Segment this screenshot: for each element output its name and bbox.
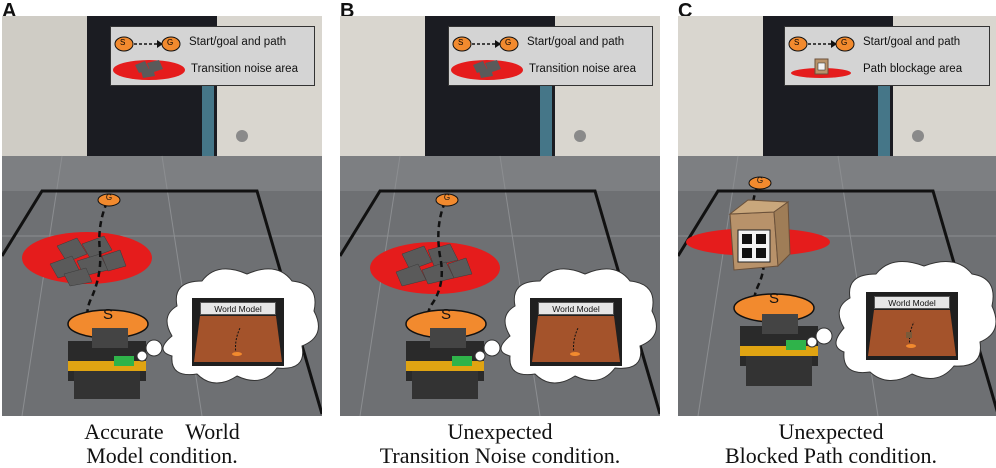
photo-panel-a: World Model S G S G Start/goal and path …: [2, 16, 322, 416]
legend-c: S G Start/goal and path Path blockage ar…: [784, 26, 990, 86]
photo-panel-c: World Model S G S G Start/goal and path …: [678, 16, 996, 416]
world-model-label-b: World Model: [538, 302, 614, 315]
legend-noise-text-b: Transition noise area: [529, 63, 636, 75]
world-model-label-a: World Model: [200, 302, 276, 315]
legend-start-glyph-b: S: [458, 38, 464, 47]
caption-c: Unexpected Blocked Path condition.: [666, 420, 996, 468]
legend-goal-glyph-c: G: [841, 38, 848, 47]
start-label-c: S: [768, 290, 779, 307]
legend-start-glyph-a: S: [120, 38, 126, 47]
caption-a-line2: Model condition.: [86, 443, 238, 468]
legend-icons-b: [451, 36, 523, 80]
caption-a-line1: Accurate World: [84, 419, 240, 444]
legend-start-goal-text-b: Start/goal and path: [527, 36, 625, 48]
caption-b: Unexpected Transition Noise condition.: [335, 420, 665, 468]
caption-b-line2: Transition Noise condition.: [379, 443, 621, 468]
legend-goal-glyph-a: G: [167, 38, 174, 47]
goal-label-b: G: [443, 193, 451, 202]
caption-b-line1: Unexpected: [447, 419, 553, 444]
world-model-label-c: World Model: [874, 296, 950, 309]
photo-panel-b: World Model S G S G Start/goal and path …: [340, 16, 660, 416]
legend-blockage-text-c: Path blockage area: [863, 63, 963, 75]
caption-c-line1: Unexpected: [778, 419, 884, 444]
caption-a: Accurate World Model condition.: [0, 420, 327, 468]
caption-c-line2: Blocked Path condition.: [724, 443, 938, 468]
legend-start-goal-text-a: Start/goal and path: [189, 36, 287, 48]
legend-start-goal-text-c: Start/goal and path: [863, 36, 961, 48]
legend-icons-c: [788, 36, 855, 78]
legend-start-glyph-c: S: [794, 38, 800, 47]
legend-noise-text-a: Transition noise area: [191, 63, 298, 75]
scene-a: [2, 16, 322, 416]
goal-label-a: G: [105, 193, 113, 202]
start-label-a: S: [102, 306, 113, 323]
legend-goal-glyph-b: G: [505, 38, 512, 47]
legend-icons-a: [113, 36, 185, 80]
legend-b: S G Start/goal and path Transition noise…: [448, 26, 653, 86]
goal-label-c: G: [756, 176, 764, 185]
legend-a: S G Start/goal and path Transition noise…: [110, 26, 315, 86]
start-label-b: S: [440, 306, 451, 323]
